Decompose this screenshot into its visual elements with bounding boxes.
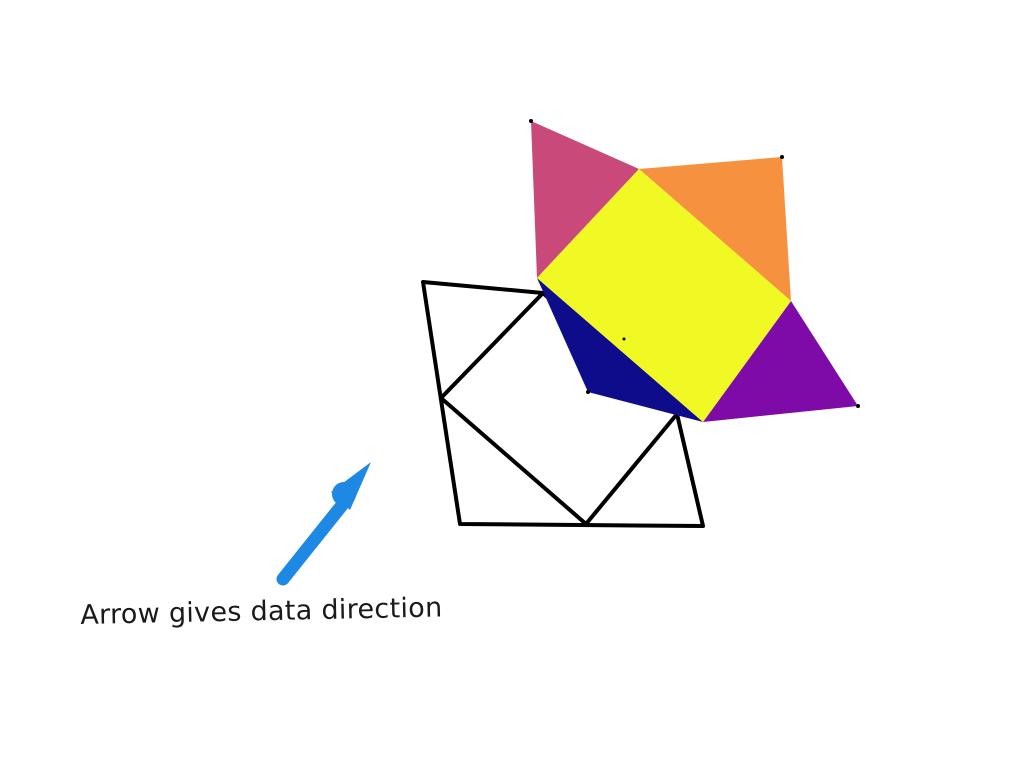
arrow-up-right-icon [276, 462, 371, 586]
triangle-top-right [639, 157, 791, 301]
center-square [537, 169, 791, 422]
arrow-shaft [276, 497, 350, 586]
vertex-dot [529, 119, 533, 123]
outline-figure [421, 280, 705, 528]
outline-inner-square [439, 291, 679, 526]
outline-quadrilateral [421, 280, 705, 528]
vertex-dot [856, 404, 860, 408]
triangle-bottom-right [703, 301, 858, 422]
vertex-dots [529, 119, 860, 408]
colored-net [531, 121, 858, 422]
triangle-top-left [531, 121, 639, 278]
center-dot [622, 337, 626, 341]
vertex-dot [780, 155, 784, 159]
arrow-head-base [332, 482, 356, 506]
vertex-dot [586, 390, 590, 394]
